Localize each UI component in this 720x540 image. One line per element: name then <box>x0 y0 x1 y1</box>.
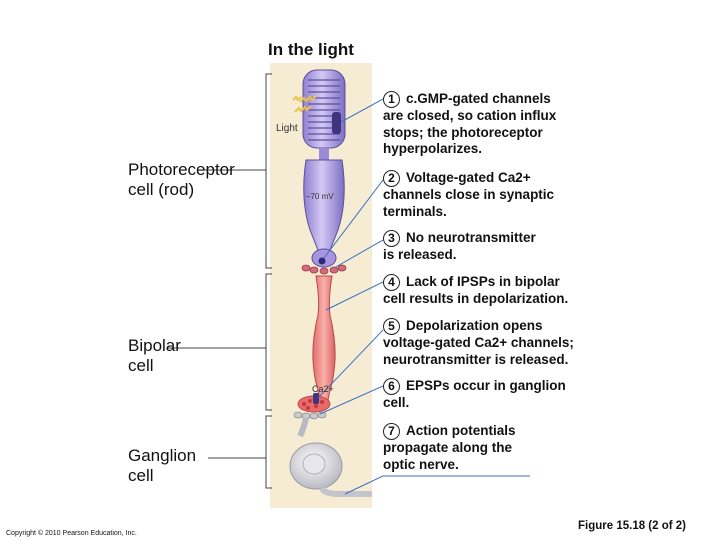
light-label: Light <box>276 123 298 134</box>
step-4-number: 4 <box>383 274 400 291</box>
step-2-number: 2 <box>383 170 400 187</box>
ganglion-bracket <box>265 415 272 489</box>
step-leader-lines <box>317 98 530 495</box>
ca-label: Ca2+ <box>312 384 334 394</box>
figure-title: In the light <box>268 40 354 59</box>
photoreceptor-label: Photoreceptor cell (rod) <box>128 160 235 199</box>
rod-bipolar-synapse <box>301 264 347 275</box>
bipolar-label: Bipolar cell <box>128 336 181 375</box>
step-5-number: 5 <box>383 318 400 335</box>
step-1-number: 1 <box>383 91 400 108</box>
membrane-potential-label: –70 mV <box>306 192 334 201</box>
cgmp-channel <box>332 112 341 134</box>
light-rays <box>292 95 317 113</box>
ganglion-nucleus <box>302 453 326 475</box>
ganglion-label: Ganglion cell <box>128 446 197 485</box>
ca-channel <box>313 393 319 404</box>
ganglion-dendrite <box>297 417 309 438</box>
figure-caption: Figure 15.18 (2 of 2) <box>578 520 687 532</box>
bipolar-ganglion-synapse <box>293 411 327 420</box>
step-3-number: 3 <box>383 230 400 247</box>
step-7-number: 7 <box>383 423 400 440</box>
bipolar-vesicles <box>302 399 324 410</box>
bipolar-bracket <box>265 273 272 411</box>
photoreceptor-bracket <box>265 73 272 269</box>
copyright-notice: Copyright © 2010 Pearson Education, Inc. <box>6 530 137 537</box>
step-6-number: 6 <box>383 378 400 395</box>
ganglion-axon <box>319 486 372 497</box>
rod-discs <box>308 79 340 141</box>
rod-cilium <box>319 148 329 160</box>
